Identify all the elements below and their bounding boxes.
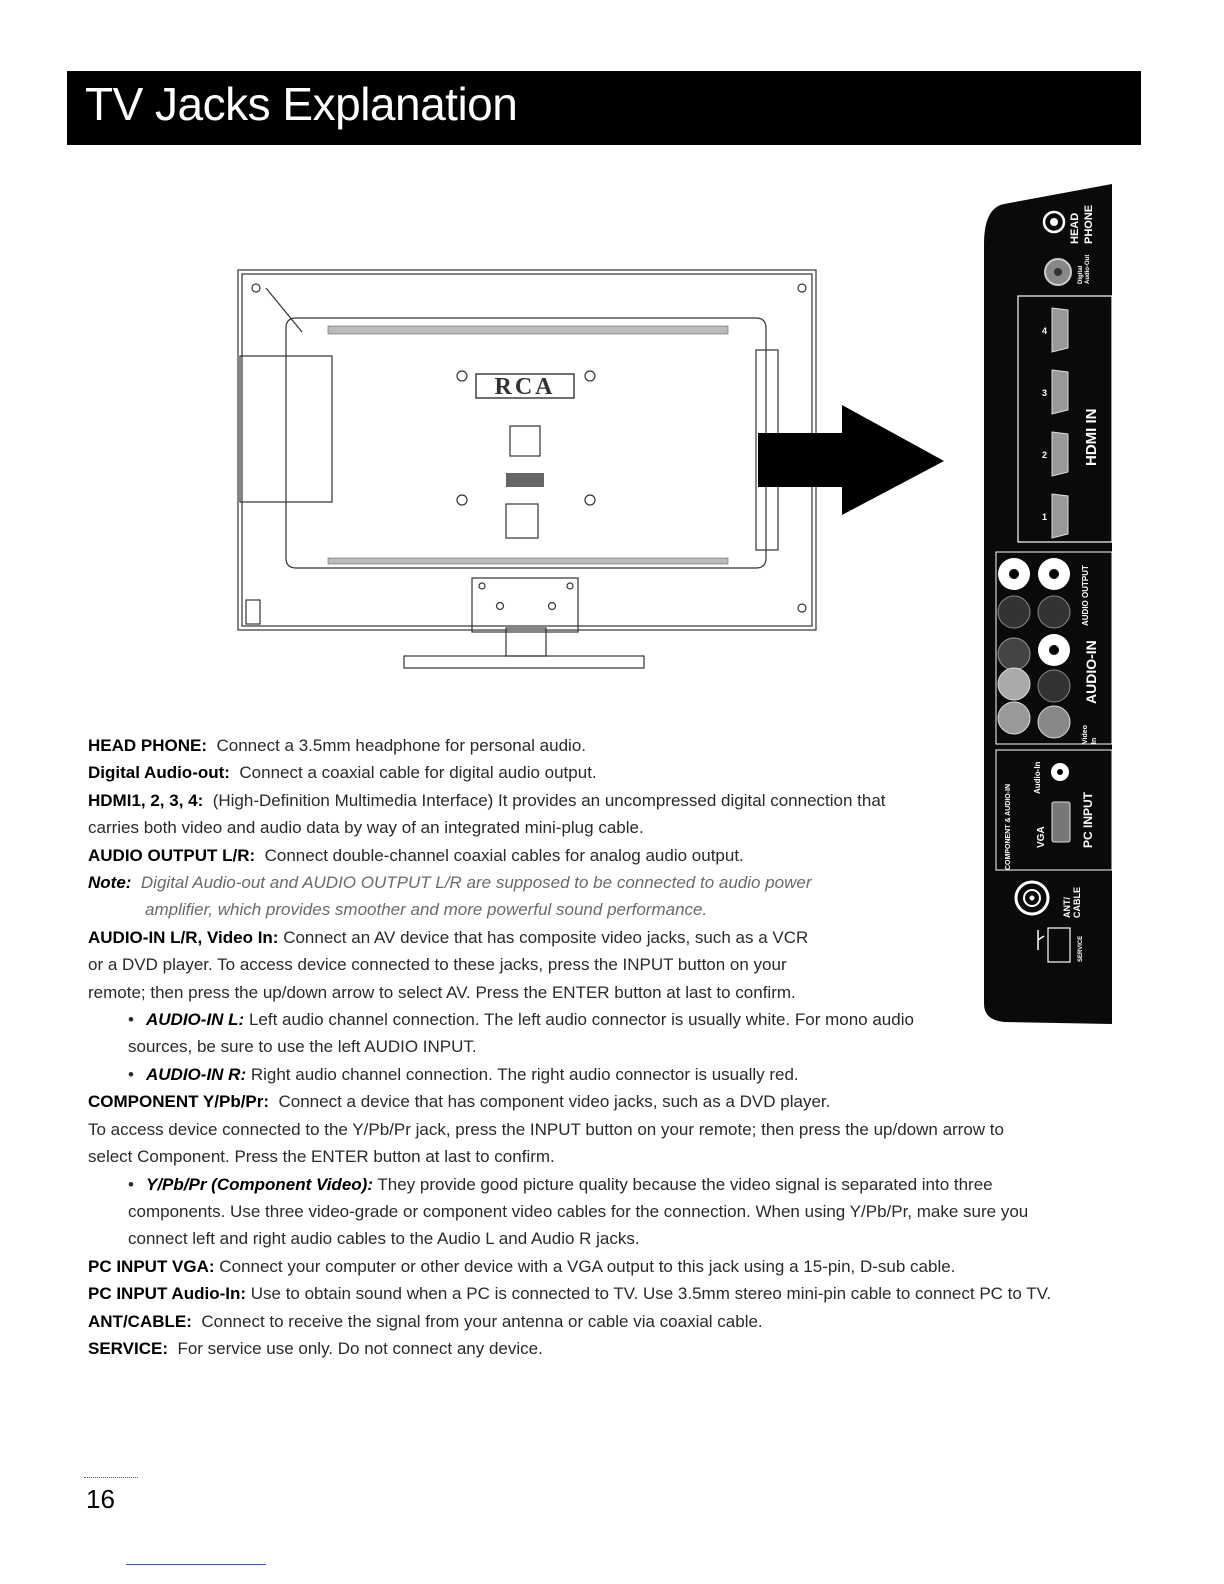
hdmi-port-1-label: 1 [1042,512,1047,522]
head-phone-text: Connect a 3.5mm headphone for personal a… [216,736,586,755]
ant-cable-label-2: CABLE [1072,887,1082,918]
component-audio-in-label: COMPONENT & AUDIO-IN [1005,784,1012,870]
digital-audio-out-term: Digital Audio-out: [88,763,230,783]
service-label: SERVICE [1078,936,1084,962]
vga-port-icon [1051,801,1071,843]
arrow-icon [758,405,944,515]
bullet-dot: • [128,1010,134,1030]
note-text-1: Digital Audio-out and AUDIO OUTPUT L/R a… [140,873,812,893]
digital-audio-out-jack-icon [1044,258,1072,286]
audio-in-r-term: AUDIO-IN R: [146,1064,247,1084]
component-bullet-cont: components. Use three video-grade or com… [88,1198,1148,1253]
audio-output-text: Connect double-channel coaxial cables fo… [264,845,744,865]
head-phone-paragraph: HEAD PHONE: Connect a 3.5mm headphone fo… [88,732,1148,759]
pc-audio-in-jack-icon [1051,763,1069,781]
pc-audio-paragraph: PC INPUT Audio-In: Use to obtain sound w… [88,1280,1148,1307]
vga-label: VGA [1036,826,1047,848]
component-bullet-text-3: connect left and right audio cables to t… [128,1229,640,1249]
digital-audio-out-text: Connect a coaxial cable for digital audi… [239,763,597,783]
component-text-1: Connect a device that has component vide… [278,1092,831,1112]
audio-in-text-3: remote; then press the up/down arrow to … [88,982,796,1002]
audio-in-label: AUDIO-IN [1083,640,1099,704]
bullet-dot: • [128,1174,134,1194]
ant-cable-jack-icon [1014,880,1050,916]
page-title: TV Jacks Explanation [85,78,518,130]
page-number: 16 [86,1484,115,1514]
ant-cable-paragraph: ANT/CABLE: Connect to receive the signal… [88,1308,1148,1335]
service-text: For service use only. Do not connect any… [177,1338,543,1358]
tv-rear-illustration: RCA [237,269,817,669]
component-bullet: • Y/Pb/Pr (Component Video): They provide… [88,1171,1148,1198]
page-number-rule [84,1477,138,1478]
audio-output-label: AUDIO OUTPUT [1081,565,1090,626]
audio-in-l-term: AUDIO-IN L: [146,1010,245,1030]
hdmi-text-2: carries both video and audio data by way… [88,818,644,838]
ant-cable-label: ANT/ [1062,897,1072,918]
audio-in-term: AUDIO-IN L/R, Video In: [88,927,279,947]
bullet-dot: • [128,1064,134,1084]
audio-in-r-text: Right audio channel connection. The righ… [250,1064,799,1084]
hdmi-paragraph: HDMI1, 2, 3, 4: (High-Definition Multime… [88,787,1148,842]
component-paragraph: COMPONENT Y/Pb/Pr: Connect a device that… [88,1088,1148,1170]
component-bullet-term: Y/Pb/Pr (Component Video): [146,1174,373,1194]
hdmi-port-3-label: 3 [1042,388,1047,398]
usb-icon [1037,930,1045,950]
tv-logo: RCA [495,374,556,400]
component-bullet-text-2: components. Use three video-grade or com… [128,1201,1029,1221]
audio-in-r-bullet: • AUDIO-IN R: Right audio channel connect… [88,1061,1148,1088]
head-phone-label-2: PHONE [1083,205,1095,244]
note-label: Note: [88,873,132,893]
component-text-3: select Component. Press the ENTER button… [88,1147,555,1167]
audio-in-l-bullet-cont: sources, be sure to use the left AUDIO I… [88,1033,1148,1060]
pc-vga-text: Connect your computer or other device wi… [219,1256,956,1276]
hdmi-port-2-label: 2 [1042,450,1047,460]
head-phone-label: HEAD [1069,213,1081,244]
audio-in-text-1: Connect an AV device that has composite … [283,927,809,947]
footer-rule [126,1564,266,1565]
note-paragraph-cont: amplifier, which provides smoother and m… [88,896,1148,923]
note-text-2: amplifier, which provides smoother and m… [145,900,708,920]
audio-in-l-bullet: • AUDIO-IN L: Left audio channel connecti… [88,1006,1148,1033]
pc-input-label: PC INPUT [1081,791,1095,848]
rca-jacks [997,558,1071,739]
audio-in-paragraph: AUDIO-IN L/R, Video In: Connect an AV de… [88,924,1148,1006]
audio-in-small-label: Audio-In [1033,761,1042,794]
ant-cable-term: ANT/CABLE: [88,1311,192,1331]
audio-in-l-text-2: sources, be sure to use the left AUDIO I… [128,1037,477,1057]
headphone-jack-icon [1042,210,1066,234]
video-in-label-2: In [1091,738,1098,744]
pc-vga-term: PC INPUT VGA: [88,1256,215,1276]
audio-output-paragraph: AUDIO OUTPUT L/R: Connect double-channel… [88,842,1148,869]
audio-output-term: AUDIO OUTPUT L/R: [88,845,256,865]
audio-in-text-2: or a DVD player. To access device connec… [88,955,787,975]
pc-vga-paragraph: PC INPUT VGA: Connect your computer or o… [88,1253,1148,1280]
digital-audio-out-paragraph: Digital Audio-out: Connect a coaxial cab… [88,759,1148,786]
note-paragraph: Note: Digital Audio-out and AUDIO OUTPUT… [88,869,1148,896]
jack-panel: HEAD PHONE Digital Audio-Out 4 3 2 1 HDM… [984,184,1113,1024]
ant-cable-text: Connect to receive the signal from your … [201,1311,763,1331]
audio-in-l-text-1: Left audio channel connection. The left … [248,1010,914,1030]
hdmi-term: HDMI1, 2, 3, 4: [88,790,204,810]
digital-audio-out-label: Digital [1078,265,1084,284]
hdmi-ports [1051,307,1069,539]
pc-audio-term: PC INPUT Audio-In: [88,1284,247,1304]
component-bullet-text-1: They provide good picture quality becaus… [377,1174,993,1194]
hdmi-in-label: HDMI IN [1083,409,1100,467]
service-term: SERVICE: [88,1338,168,1358]
component-term: COMPONENT Y/Pb/Pr: [88,1092,270,1112]
hdmi-text-1: (High-Definition Multimedia Interface) I… [212,790,886,810]
hdmi-port-4-label: 4 [1042,326,1047,336]
component-text-2: To access device connected to the Y/Pb/P… [88,1119,1004,1139]
head-phone-term: HEAD PHONE: [88,736,208,755]
pc-audio-text: Use to obtain sound when a PC is connect… [250,1284,1052,1304]
jacks-description: HEAD PHONE: Connect a 3.5mm headphone fo… [88,732,1148,1362]
header-bar: TV Jacks Explanation [67,71,1141,145]
video-in-label: Video [1082,725,1089,744]
service-paragraph: SERVICE: For service use only. Do not co… [88,1335,1148,1362]
digital-audio-out-label-2: Audio-Out [1085,255,1091,284]
service-port [1047,927,1071,963]
